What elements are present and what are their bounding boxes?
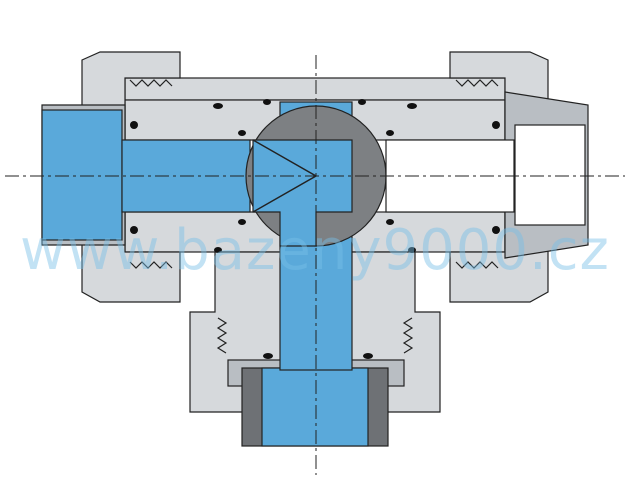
bottom-flow-outlet: [261, 367, 369, 447]
left-flow-path: [41, 109, 123, 241]
seal-o-ring: [363, 353, 373, 359]
valve-body-top: [124, 77, 506, 101]
right-bottom-thread: [455, 261, 499, 269]
seal-o-ring: [492, 226, 500, 234]
bottom-right-thread: [402, 317, 414, 354]
seal-o-ring: [130, 226, 138, 234]
seal-o-ring: [238, 219, 246, 225]
seal-o-ring: [263, 99, 271, 105]
seal-o-ring: [358, 99, 366, 105]
left-top-thread: [129, 79, 173, 87]
right-top-thread: [455, 79, 499, 87]
right-end-bore: [514, 124, 586, 226]
left-bottom-thread: [129, 261, 173, 269]
seal-o-ring: [238, 130, 246, 136]
seal-o-ring: [214, 247, 222, 253]
seal-o-ring: [213, 103, 223, 109]
seal-o-ring: [408, 247, 416, 253]
seal-o-ring: [386, 130, 394, 136]
seal-o-ring: [386, 219, 394, 225]
bottom-left-thread: [216, 317, 228, 354]
seal-o-ring: [492, 121, 500, 129]
ball-port: [252, 139, 353, 247]
seal-o-ring: [130, 121, 138, 129]
seal-o-ring: [407, 103, 417, 109]
seal-o-ring: [263, 353, 273, 359]
